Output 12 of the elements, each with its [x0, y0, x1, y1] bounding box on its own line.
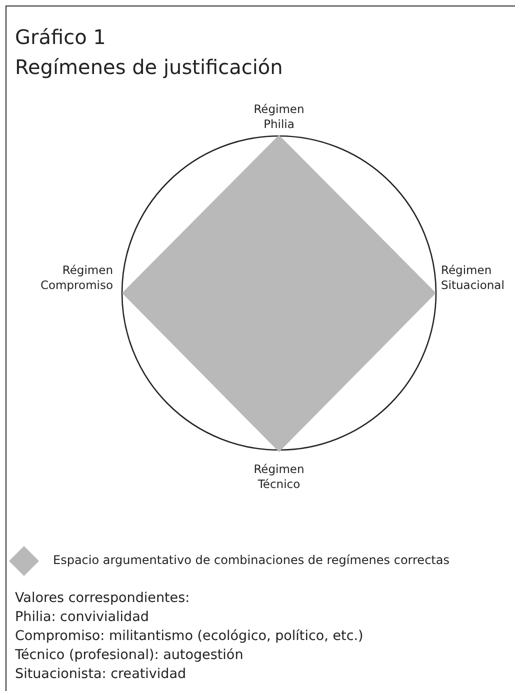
regime-label: Régimen Compromiso	[40, 263, 113, 293]
diagram-title: Regímenes de justificación	[15, 55, 283, 79]
regime-label: Régimen Philia	[254, 102, 304, 132]
legend-text: Espacio argumentativo de combinaciones de regímenes correctas	[53, 553, 450, 567]
values-heading: Valores correspondientes:	[15, 590, 190, 606]
value-text: Compromiso: militantismo (ecológico, político, etc.)	[15, 628, 364, 644]
figure-number: Gráfico 1	[15, 25, 106, 49]
value-text: Técnico (profesional): autogestión	[15, 647, 244, 663]
value-text: Philia: convivialidad	[15, 609, 149, 625]
value-text: Situacionista: creatividad	[15, 666, 186, 682]
regime-label: Régimen Técnico	[254, 462, 304, 492]
regime-label: Régimen Situacional	[441, 263, 504, 293]
